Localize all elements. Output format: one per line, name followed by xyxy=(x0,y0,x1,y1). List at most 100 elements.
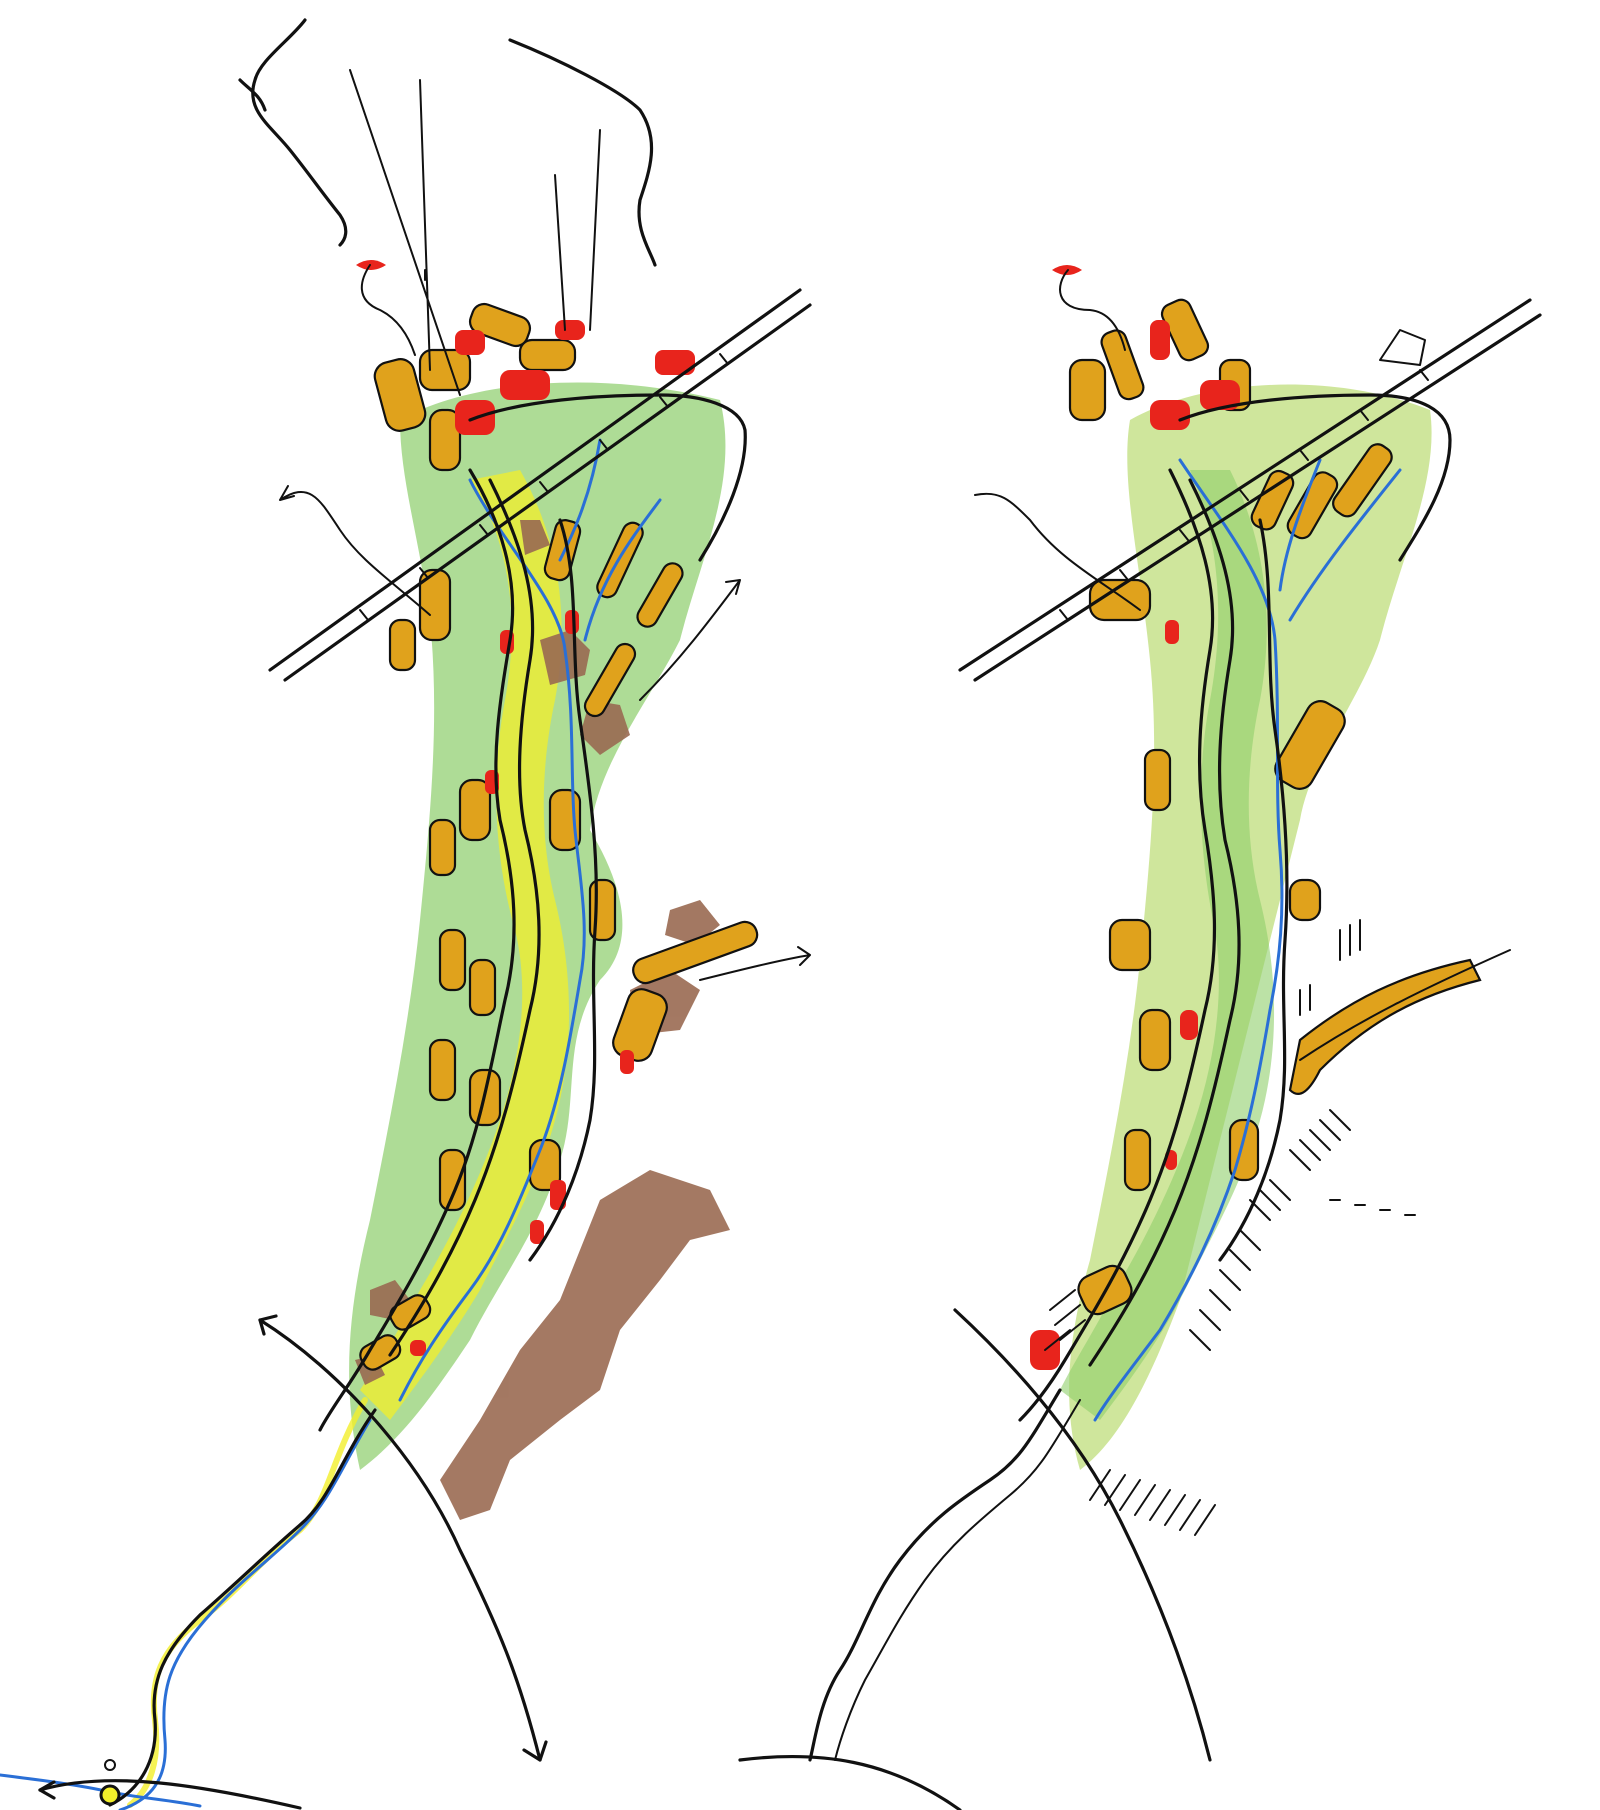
left-road-west xyxy=(318,468,516,1432)
right-river-blue xyxy=(1093,458,1284,1422)
red-block xyxy=(655,350,695,375)
red-block xyxy=(550,1180,566,1210)
left-arrow-west xyxy=(279,485,431,616)
left-cross-arrow xyxy=(258,1318,542,1762)
red-block xyxy=(500,370,550,400)
red-block xyxy=(1200,380,1240,410)
red-block xyxy=(455,330,485,355)
building-block xyxy=(418,348,472,392)
right-bottom-arc xyxy=(738,1754,962,1810)
building-block xyxy=(428,408,462,472)
left-railway-ticks xyxy=(359,353,729,621)
left-yellow-corridor xyxy=(360,470,570,1420)
right-road-east xyxy=(1218,518,1289,1262)
right-tributary-blue xyxy=(1278,458,1402,622)
left-bottom-dot xyxy=(104,1759,116,1771)
right-top-box xyxy=(1379,329,1426,366)
building-block xyxy=(1123,1128,1152,1192)
building-block xyxy=(1332,443,1393,518)
left-contour-west-outer xyxy=(270,380,335,610)
right-line-east xyxy=(1299,949,1511,1061)
building-block xyxy=(583,642,637,718)
left-cross-arrow-head-bottom xyxy=(522,1740,548,1762)
building-block xyxy=(468,958,497,1017)
right-railway-line xyxy=(958,298,1542,682)
building-block xyxy=(458,778,492,842)
right-dashes xyxy=(1329,1199,1416,1216)
left-arrow-east-2 xyxy=(699,946,811,981)
building-block xyxy=(1108,918,1152,972)
left-vertical-lines xyxy=(349,69,601,396)
building-block xyxy=(1286,471,1339,540)
left-bottom-arc xyxy=(38,1779,302,1810)
red-block xyxy=(620,1050,634,1074)
right-contour-top xyxy=(1270,300,1430,390)
left-ridge-north xyxy=(468,393,747,562)
red-block xyxy=(1180,1010,1198,1040)
right-contour-west xyxy=(955,340,1005,1080)
red-block xyxy=(555,320,585,340)
left-contour-east-outer xyxy=(640,835,800,880)
building-block xyxy=(438,1148,467,1212)
red-block xyxy=(530,1220,544,1244)
left-orange-blocks xyxy=(359,302,759,1371)
building-block xyxy=(1143,748,1172,812)
building-block xyxy=(612,988,668,1062)
brown-patch xyxy=(665,900,720,945)
right-line-west xyxy=(974,492,1141,611)
left-road-east xyxy=(528,518,598,1262)
right-hatching-mid xyxy=(1299,919,1361,1016)
right-road-west xyxy=(1018,468,1217,1422)
right-hatching-east xyxy=(1189,1109,1351,1351)
right-railway-ticks xyxy=(1059,369,1429,621)
right-cross-line xyxy=(953,1308,1212,1762)
left-tail-blue xyxy=(118,1418,372,1810)
red-block xyxy=(1150,320,1170,360)
building-block xyxy=(1274,700,1346,790)
left-bottom-circle xyxy=(99,1784,121,1806)
building-block xyxy=(468,302,532,348)
left-arrow-east xyxy=(639,579,741,701)
brown-patch xyxy=(440,1170,730,1520)
brown-patch xyxy=(520,520,550,555)
left-top-scribble-west xyxy=(251,18,348,247)
right-red-hook xyxy=(1059,269,1126,351)
left-bottom-arrow-head xyxy=(38,1780,56,1800)
building-block xyxy=(636,562,684,628)
building-block xyxy=(632,920,759,985)
building-block xyxy=(518,338,577,372)
left-red-hook xyxy=(360,264,416,356)
left-road-west-2 xyxy=(388,478,541,1357)
red-block xyxy=(1150,400,1190,430)
left-top-scribble-mid xyxy=(238,78,267,112)
right-corridor-wash xyxy=(1060,470,1275,1420)
building-block xyxy=(428,818,457,877)
red-block xyxy=(410,1340,426,1356)
building-block xyxy=(418,568,452,642)
right-contour-west-outer xyxy=(955,380,1040,935)
left-top-scribble-east xyxy=(508,38,657,267)
building-block xyxy=(428,1038,457,1102)
left-tail-river-ink xyxy=(108,1408,377,1807)
building-block xyxy=(389,1294,432,1331)
building-block xyxy=(1100,329,1145,401)
right-outlet-river-2 xyxy=(834,1399,1081,1761)
building-block xyxy=(373,358,427,432)
building-block xyxy=(438,928,467,992)
building-block xyxy=(388,618,417,672)
building-block xyxy=(1068,358,1107,422)
right-hatching-south xyxy=(1089,1469,1216,1536)
building-block xyxy=(1288,958,1482,1095)
right-hatching-west xyxy=(1044,1289,1086,1351)
right-valley-sketch xyxy=(738,265,1542,1810)
right-outlet-river xyxy=(808,1388,1062,1762)
right-ridge-north xyxy=(1178,393,1452,562)
left-cross-arrow-head-top xyxy=(258,1314,278,1336)
left-valley-sketch xyxy=(0,18,812,1810)
left-river-blue xyxy=(398,478,586,1402)
building-block xyxy=(1138,1008,1172,1072)
building-block xyxy=(1160,298,1210,362)
right-road-west-2 xyxy=(1088,478,1241,1367)
right-red-blocks xyxy=(1030,265,1240,1370)
